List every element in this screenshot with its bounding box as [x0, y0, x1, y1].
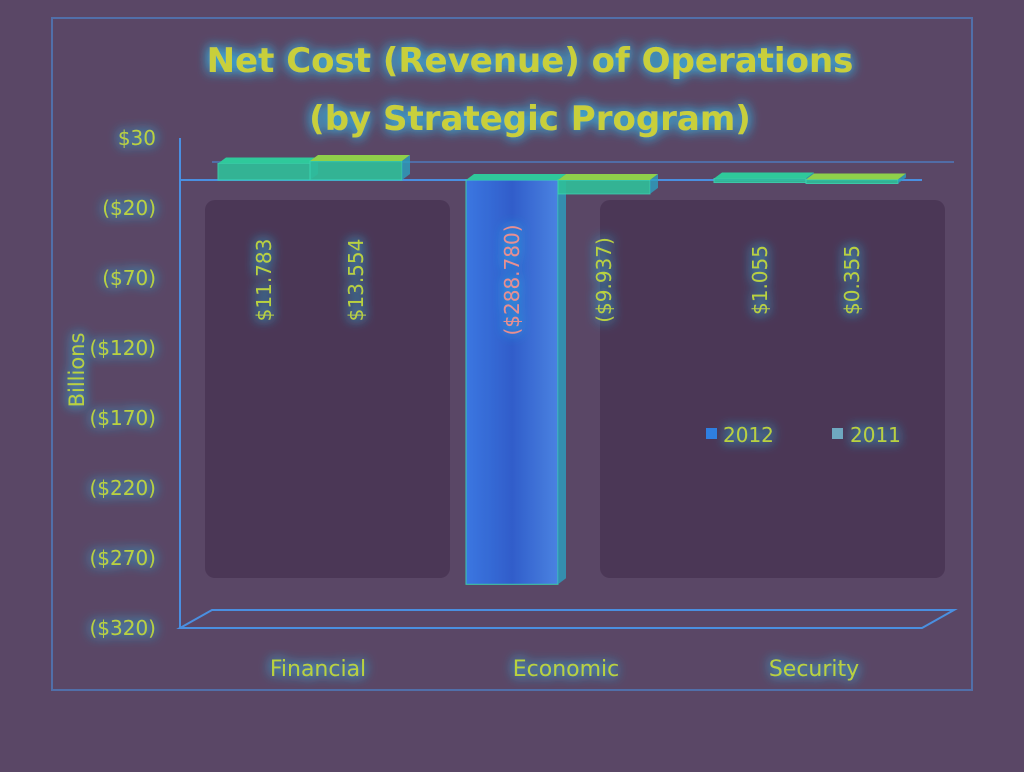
y-tick-label: ($220) [89, 476, 156, 500]
y-tick-label: ($270) [89, 546, 156, 570]
chart-title: Net Cost (Revenue) of Operations [207, 41, 854, 81]
data-label: $11.783 [252, 239, 276, 322]
bar-security-2011 [805, 173, 906, 185]
category-label-financial: Financial [270, 657, 366, 682]
y-axis-label: Billions [65, 333, 89, 408]
category-label-security: Security [769, 657, 859, 682]
bar-economic-2012 [465, 174, 566, 585]
category-label-economic: Economic [513, 657, 620, 682]
plot-panel [205, 200, 450, 578]
y-tick-label: ($20) [102, 196, 156, 220]
bar-financial-2011 [309, 155, 410, 181]
y-tick-label: ($70) [102, 266, 156, 290]
data-label: $13.554 [344, 239, 368, 322]
data-label: $1.055 [748, 245, 772, 315]
data-label: ($288.780) [500, 224, 524, 335]
chart-subtitle: (by Strategic Program) [309, 99, 751, 139]
legend-swatch-2011 [832, 428, 843, 439]
data-label: ($9.937) [592, 237, 616, 323]
chart-frame [51, 17, 973, 691]
legend: 2012 2011 [706, 423, 901, 447]
data-label: $0.355 [840, 245, 864, 315]
y-tick-label: ($170) [89, 406, 156, 430]
legend-label-2011: 2011 [850, 423, 901, 447]
legend-swatch-2012 [706, 428, 717, 439]
y-tick-label: $30 [118, 126, 156, 150]
y-tick-label: ($120) [89, 336, 156, 360]
y-tick-label: ($320) [89, 616, 156, 640]
bar-economic-2011 [557, 174, 658, 195]
bar-security-2012 [713, 172, 814, 184]
plot-panel [600, 200, 945, 578]
legend-label-2012: 2012 [723, 423, 774, 447]
floor [176, 609, 958, 629]
bar-financial-2012 [217, 157, 318, 181]
